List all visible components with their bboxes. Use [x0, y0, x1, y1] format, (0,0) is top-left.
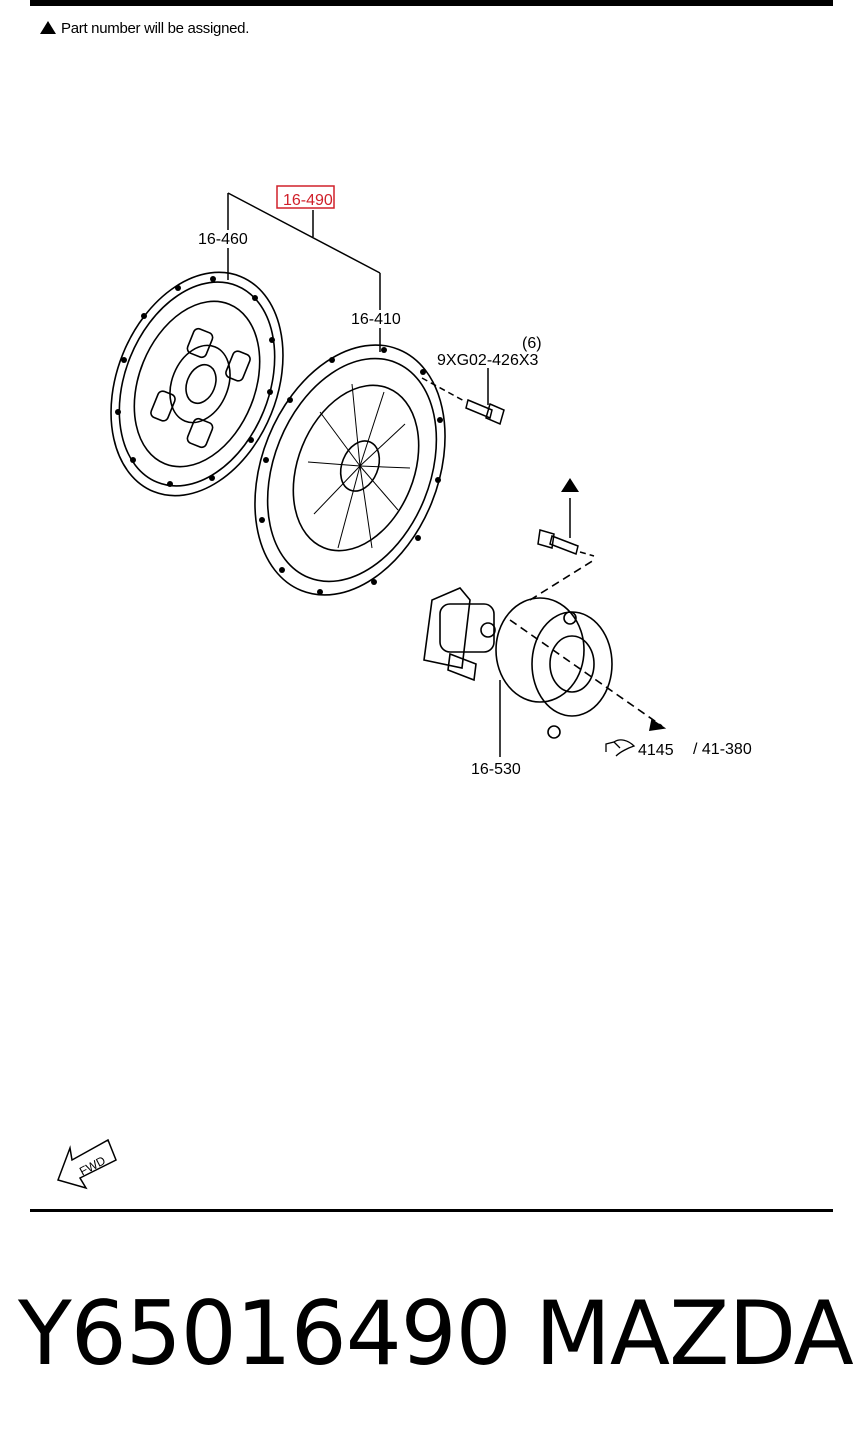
reference-book-icon [605, 739, 636, 757]
brand-name: MAZDA [535, 1282, 854, 1385]
highlight-box [276, 185, 335, 209]
warning-triangle-icon [40, 21, 56, 34]
assignment-note: Part number will be assigned. [40, 20, 249, 37]
fwd-arrow-icon: FWD [57, 1138, 117, 1190]
top-rule [30, 0, 833, 6]
callout-16-410[interactable]: 16-410 [351, 311, 401, 328]
pressure-plate-cover [254, 344, 446, 596]
clutch-disc [110, 271, 284, 497]
assignment-note-text: Part number will be assigned. [61, 20, 250, 37]
bearing-bolt [537, 529, 595, 557]
leader-line [227, 192, 381, 274]
cover-bolt [421, 377, 505, 426]
callout-9xg02-426x3[interactable]: 9XG02-426X3 [437, 352, 539, 369]
callout-16-490[interactable]: 16-490 [283, 192, 333, 209]
callout-bolt-quantity: (6) [522, 335, 542, 352]
release-bearing [423, 559, 667, 739]
callout-16-460[interactable]: 16-460 [198, 231, 248, 248]
fwd-label: FWD [77, 1153, 108, 1178]
bottom-rule [30, 1209, 833, 1212]
callout-16-530[interactable]: 16-530 [471, 761, 521, 778]
reference-page-4145[interactable]: 4145 [638, 742, 674, 759]
unassigned-triangle-icon [561, 478, 579, 492]
reference-page-41-380[interactable]: / 41-380 [693, 741, 752, 758]
part-code: Y65016490 [18, 1282, 512, 1385]
